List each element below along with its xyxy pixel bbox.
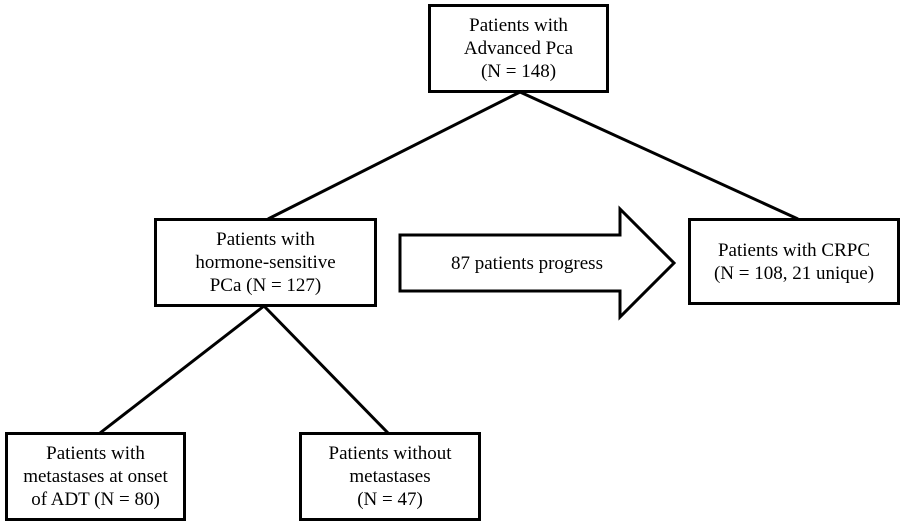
progress-arrow-label: 87 patients progress — [451, 253, 603, 274]
advanced-pca-line-2: Advanced Pca — [463, 38, 574, 59]
no-metastases-line-2: metastases — [349, 466, 431, 487]
no-metastases-box: Patients without metastases (N = 47) — [299, 432, 481, 521]
metastases-box: Patients with metastases at onset of ADT… — [5, 432, 186, 521]
hormone-sensitive-line-2: hormone-sensitive — [195, 252, 336, 273]
hormone-sensitive-line-1: Patients with — [216, 229, 315, 250]
progress-arrow-shape — [398, 205, 677, 321]
connector-hormone-sensitive-to-metastases — [99, 304, 265, 435]
connector-root-to-hormone-sensitive — [267, 90, 521, 221]
metastases-line-2: metastases at onset — [23, 466, 168, 487]
advanced-pca-line-1: Patients with — [469, 15, 568, 36]
no-metastases-line-3: (N = 47) — [357, 489, 423, 510]
connector-root-to-crpc — [519, 90, 799, 221]
connector-hormone-sensitive-to-no-metastases — [262, 304, 390, 435]
advanced-pca-box: Patients with Advanced Pca (N = 148) — [428, 4, 609, 93]
crpc-line-1: Patients with CRPC — [717, 239, 871, 261]
advanced-pca-line-3: (N = 148) — [480, 61, 557, 82]
crpc-line-2: (N = 108, 21 unique) — [713, 262, 875, 284]
metastases-line-3: of ADT (N = 80) — [31, 489, 160, 510]
no-metastases-line-1: Patients without — [328, 443, 452, 464]
hormone-sensitive-box: Patients with hormone-sensitive PCa (N =… — [154, 218, 377, 307]
metastases-line-1: Patients with — [46, 443, 145, 464]
hormone-sensitive-line-3: PCa (N = 127) — [209, 275, 322, 296]
crpc-box: Patients with CRPC (N = 108, 21 unique) — [688, 218, 900, 305]
